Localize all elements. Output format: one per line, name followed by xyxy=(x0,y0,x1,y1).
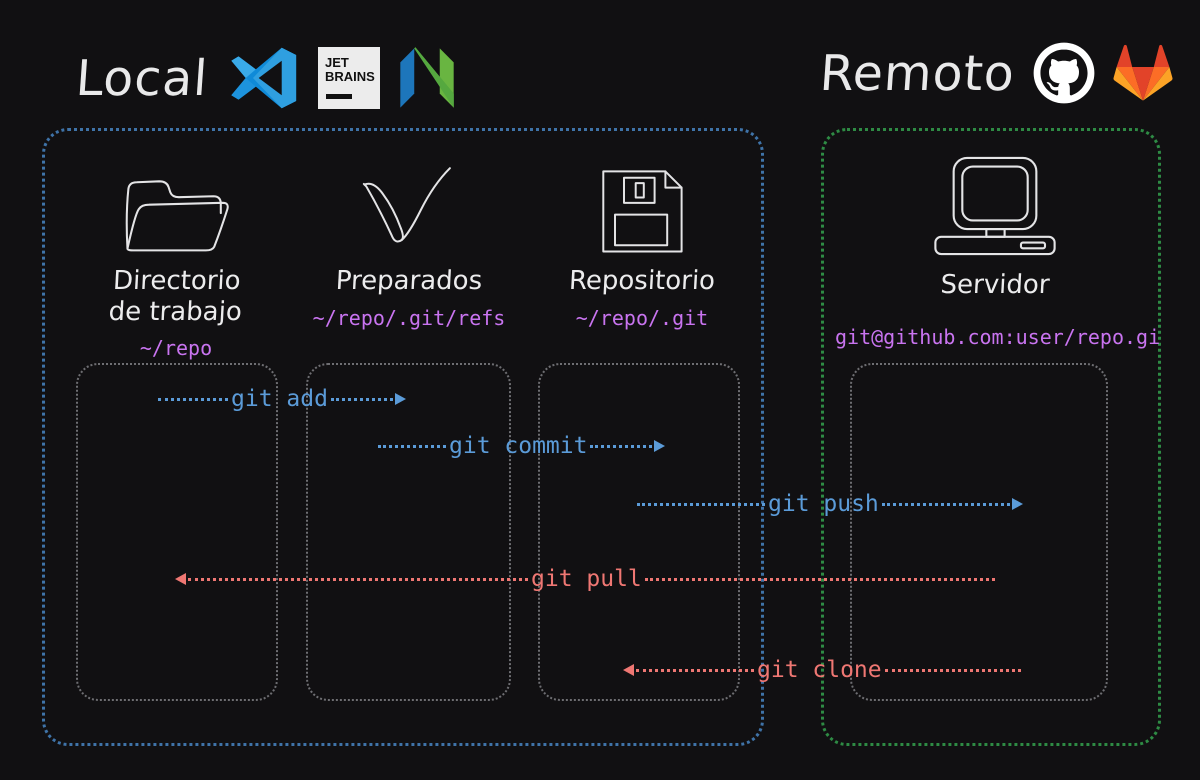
jetbrains-text: JET BRAINS xyxy=(325,55,375,84)
flow-git-commit: git commit xyxy=(378,431,668,461)
checkmark-icon xyxy=(296,164,522,256)
flow-label: git pull xyxy=(531,565,642,592)
arrowhead-right-icon xyxy=(1010,496,1026,512)
arrowhead-left-icon xyxy=(620,662,636,678)
column-title: Preparados xyxy=(335,266,483,296)
flow-git-pull: git pull xyxy=(172,564,995,594)
folder-icon xyxy=(66,164,286,256)
flow-line-left xyxy=(188,577,528,581)
flow-git-clone: git clone xyxy=(620,655,1021,685)
gitlab-icon xyxy=(1113,44,1173,101)
arrowhead-right-icon xyxy=(393,391,409,407)
column-path: ~/repo/.git xyxy=(575,305,709,330)
jetbrains-bar xyxy=(326,94,352,99)
column-path: ~/repo/.git/refs xyxy=(312,305,506,330)
jetbrains-icon: JET BRAINS xyxy=(318,47,380,109)
floppy-disk-icon xyxy=(532,164,752,256)
header-remote-title: Remoto xyxy=(818,44,1017,102)
column-server: Servidor git@github.com:user/repo.gi xyxy=(835,156,1160,349)
flow-line-left xyxy=(637,502,765,506)
neovim-icon xyxy=(400,47,454,108)
flow-label: git push xyxy=(768,490,879,517)
column-working-directory: Directorio de trabajo ~/repo xyxy=(66,164,286,360)
column-title: Directorio de trabajo xyxy=(107,266,243,327)
flow-line-right xyxy=(644,577,995,581)
header-local: Local JET BRAINS xyxy=(74,42,456,114)
column-path: git@github.com:user/repo.gi xyxy=(835,325,1161,349)
region-local xyxy=(42,128,764,746)
column-staged: Preparados ~/repo/.git/refs xyxy=(296,164,522,330)
column-title: Repositorio xyxy=(568,266,716,296)
lane-repository xyxy=(538,363,740,701)
flow-git-push: git push xyxy=(637,489,1026,519)
flow-line-left xyxy=(378,444,446,448)
arrowhead-right-icon xyxy=(652,438,668,454)
flow-line-right xyxy=(881,502,1010,506)
arrowhead-left-icon xyxy=(172,571,188,587)
column-repository: Repositorio ~/repo/.git xyxy=(532,164,752,330)
flow-line-right xyxy=(330,397,393,401)
flow-line-left xyxy=(636,668,754,672)
flow-line-right xyxy=(590,444,653,448)
column-path: ~/repo xyxy=(139,336,213,361)
lane-working-directory xyxy=(76,363,278,701)
lane-server xyxy=(850,363,1108,701)
flow-label: git clone xyxy=(757,656,882,683)
lane-staged xyxy=(306,363,511,701)
github-icon xyxy=(1033,42,1095,104)
header-remote: Remoto xyxy=(818,42,1173,104)
region-remote xyxy=(821,128,1161,746)
flow-label: git add xyxy=(231,385,328,412)
column-title: Servidor xyxy=(939,270,1051,300)
header-local-title: Local xyxy=(74,49,210,107)
desktop-computer-icon xyxy=(840,156,1150,256)
flow-line-left xyxy=(158,397,228,401)
flow-git-add: git add xyxy=(158,384,409,414)
vscode-icon xyxy=(231,47,297,109)
flow-label: git commit xyxy=(449,432,588,459)
flow-line-right xyxy=(884,668,1021,672)
